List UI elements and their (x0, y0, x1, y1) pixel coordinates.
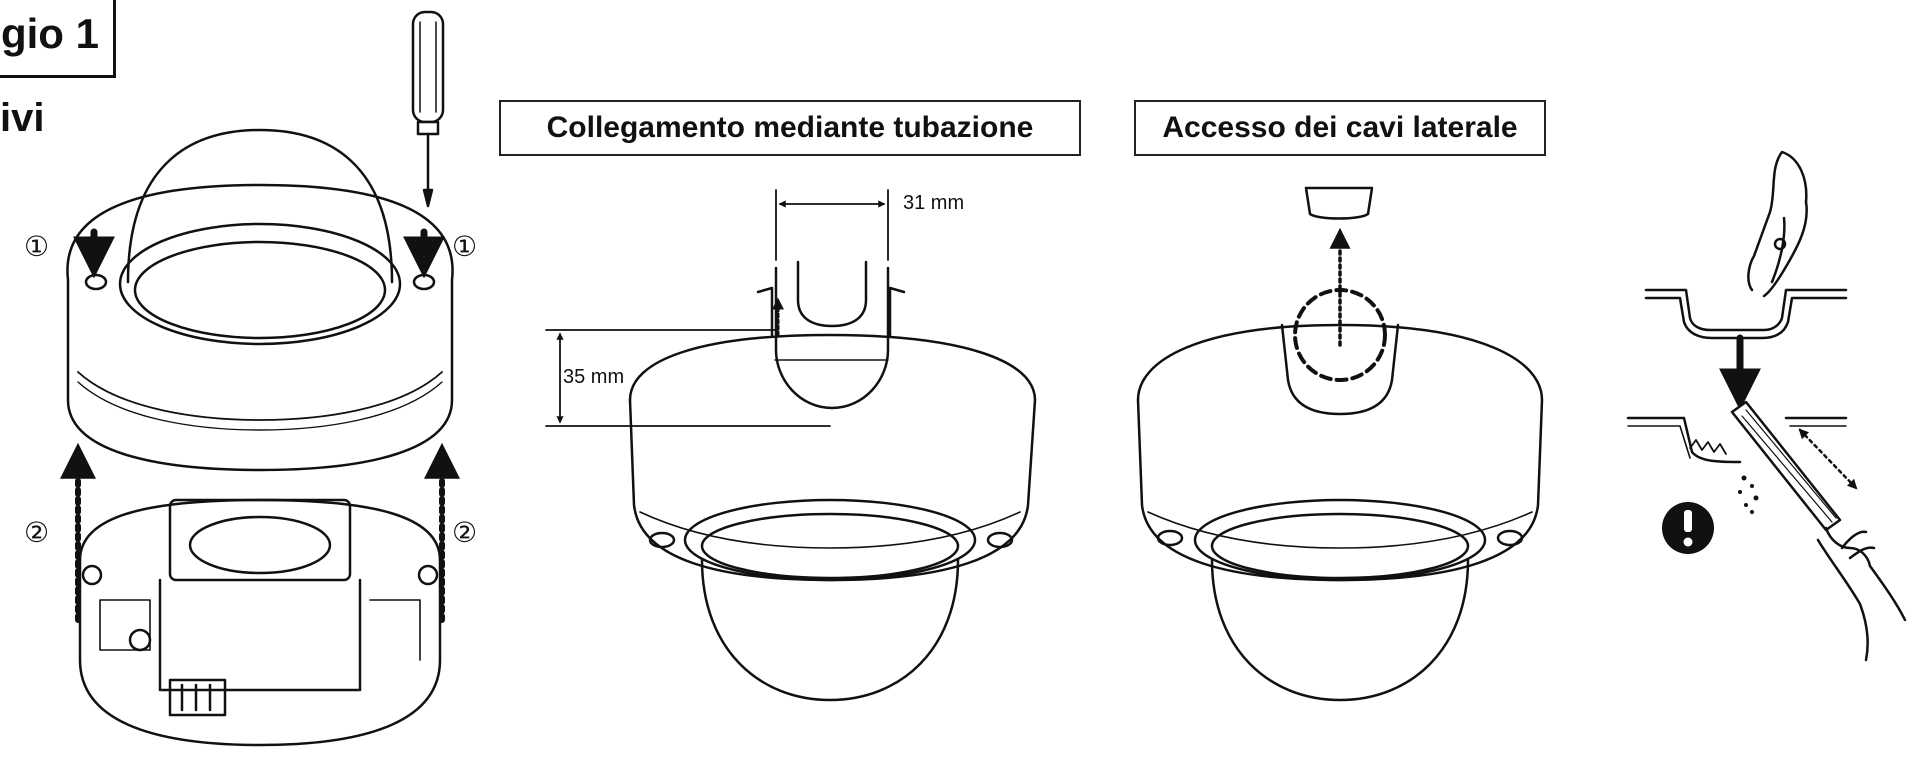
section-subheading: ivi (0, 96, 45, 140)
hand-icon (1816, 526, 1907, 662)
camera-side-access-view (1136, 186, 1544, 702)
step-marker-1-right: ① (452, 231, 478, 262)
label-side-cable-access: Accesso dei cavi laterale (1134, 100, 1546, 156)
camera-exploded-view (66, 128, 454, 747)
dimension-width-label: 31 mm (903, 192, 965, 214)
knockout-procedure (1626, 288, 1858, 514)
step-marker-1-left: ① (24, 231, 50, 262)
arrow-step1 (73, 228, 445, 279)
label-side-access-text: Accesso dei cavi laterale (1162, 111, 1518, 144)
step-title-box: gio 1 (0, 0, 116, 78)
step-title: gio 1 (0, 10, 99, 57)
step-marker-2-right: ② (452, 517, 478, 548)
dimension-height-label: 35 mm (563, 366, 625, 388)
arrow-step2 (60, 442, 460, 623)
dimension-height (545, 329, 831, 427)
caution-icon (1662, 502, 1714, 554)
pliers-icon (1747, 150, 1808, 298)
file-tool-icon (1730, 400, 1842, 532)
label-conduit-connection: Collegamento mediante tubazione (499, 100, 1081, 156)
camera-conduit-view (628, 260, 1037, 702)
step-marker-2-left: ② (24, 517, 50, 548)
label-conduit-text: Collegamento mediante tubazione (546, 111, 1034, 144)
dimension-width (775, 189, 889, 261)
screwdriver-icon (411, 10, 445, 208)
